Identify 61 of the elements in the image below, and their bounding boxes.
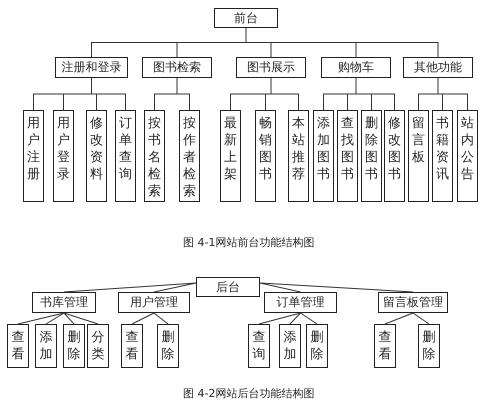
- connector-line: [260, 282, 414, 292]
- module-box: 留言板管理: [378, 292, 448, 313]
- connector-line: [412, 312, 430, 324]
- connector-line: [154, 282, 196, 292]
- connector-line: [176, 78, 190, 110]
- module-box: 其他功能: [403, 57, 473, 78]
- connector-line: [356, 78, 395, 110]
- leaf-box: 删除: [157, 324, 179, 368]
- connector-line: [384, 312, 414, 324]
- module-box: 注册和登录: [55, 57, 128, 78]
- module-box: 图书展示: [236, 57, 306, 78]
- leaf-box: 查看: [7, 324, 29, 368]
- leaf-box: 站内公告: [457, 110, 478, 202]
- connector-line: [258, 312, 301, 324]
- leaf-box: 修改资料: [86, 110, 107, 202]
- module-box: 用户管理: [118, 292, 190, 313]
- leaf-box: 修改图书: [384, 110, 405, 202]
- leaf-box: 按书名检索: [144, 110, 165, 202]
- leaf-box: 留言板: [408, 110, 429, 202]
- leaf-box: 添加: [35, 324, 57, 368]
- module-box: 购物车: [321, 57, 391, 78]
- leaf-box: 添加图书: [313, 110, 334, 202]
- connector-line: [246, 28, 438, 58]
- leaf-box: 分类: [87, 324, 109, 368]
- connector-line: [91, 78, 126, 110]
- leaf-box: 用户注册: [23, 110, 44, 202]
- leaf-box: 查询: [248, 324, 270, 368]
- leaf-box: 查找图书: [337, 110, 358, 202]
- module-box: 后台: [196, 277, 260, 297]
- leaf-box: 查看: [374, 324, 396, 368]
- leaf-box: 删除图书: [361, 110, 382, 202]
- leaf-box: 删除: [306, 324, 328, 368]
- connector-line: [132, 312, 154, 324]
- leaf-box: 用户登录: [53, 110, 74, 202]
- connector-line: [300, 312, 318, 324]
- module-box: 订单管理: [264, 292, 337, 313]
- leaf-box: 按作者检索: [179, 110, 200, 202]
- figure-caption: 图 4-2网站后台功能结构图: [183, 386, 314, 401]
- module-box: 书库管理: [32, 292, 96, 313]
- connector-line: [64, 312, 98, 324]
- connector-line: [18, 312, 64, 324]
- connector-line: [438, 78, 468, 110]
- figure-caption: 图 4-1网站前台功能结构图: [183, 235, 314, 250]
- leaf-box: 最新上架: [220, 110, 241, 202]
- connector-line: [46, 312, 64, 324]
- leaf-box: 书籍资讯: [432, 110, 453, 202]
- module-box: 前台: [214, 8, 278, 28]
- leaf-box: 畅销图书: [255, 110, 276, 202]
- connector-line: [270, 78, 299, 110]
- leaf-box: 删除: [63, 324, 85, 368]
- connector-line: [64, 312, 74, 324]
- module-box: 图书检索: [142, 57, 212, 78]
- leaf-box: 订单查询: [115, 110, 136, 202]
- connector-line: [154, 312, 168, 324]
- leaf-box: 查看: [121, 324, 143, 368]
- connector-line: [290, 312, 301, 324]
- connector-line: [64, 282, 196, 292]
- leaf-box: 本站推荐: [288, 110, 309, 202]
- leaf-box: 添加: [279, 324, 301, 368]
- leaf-box: 删除: [418, 324, 440, 368]
- connector-line: [260, 282, 301, 292]
